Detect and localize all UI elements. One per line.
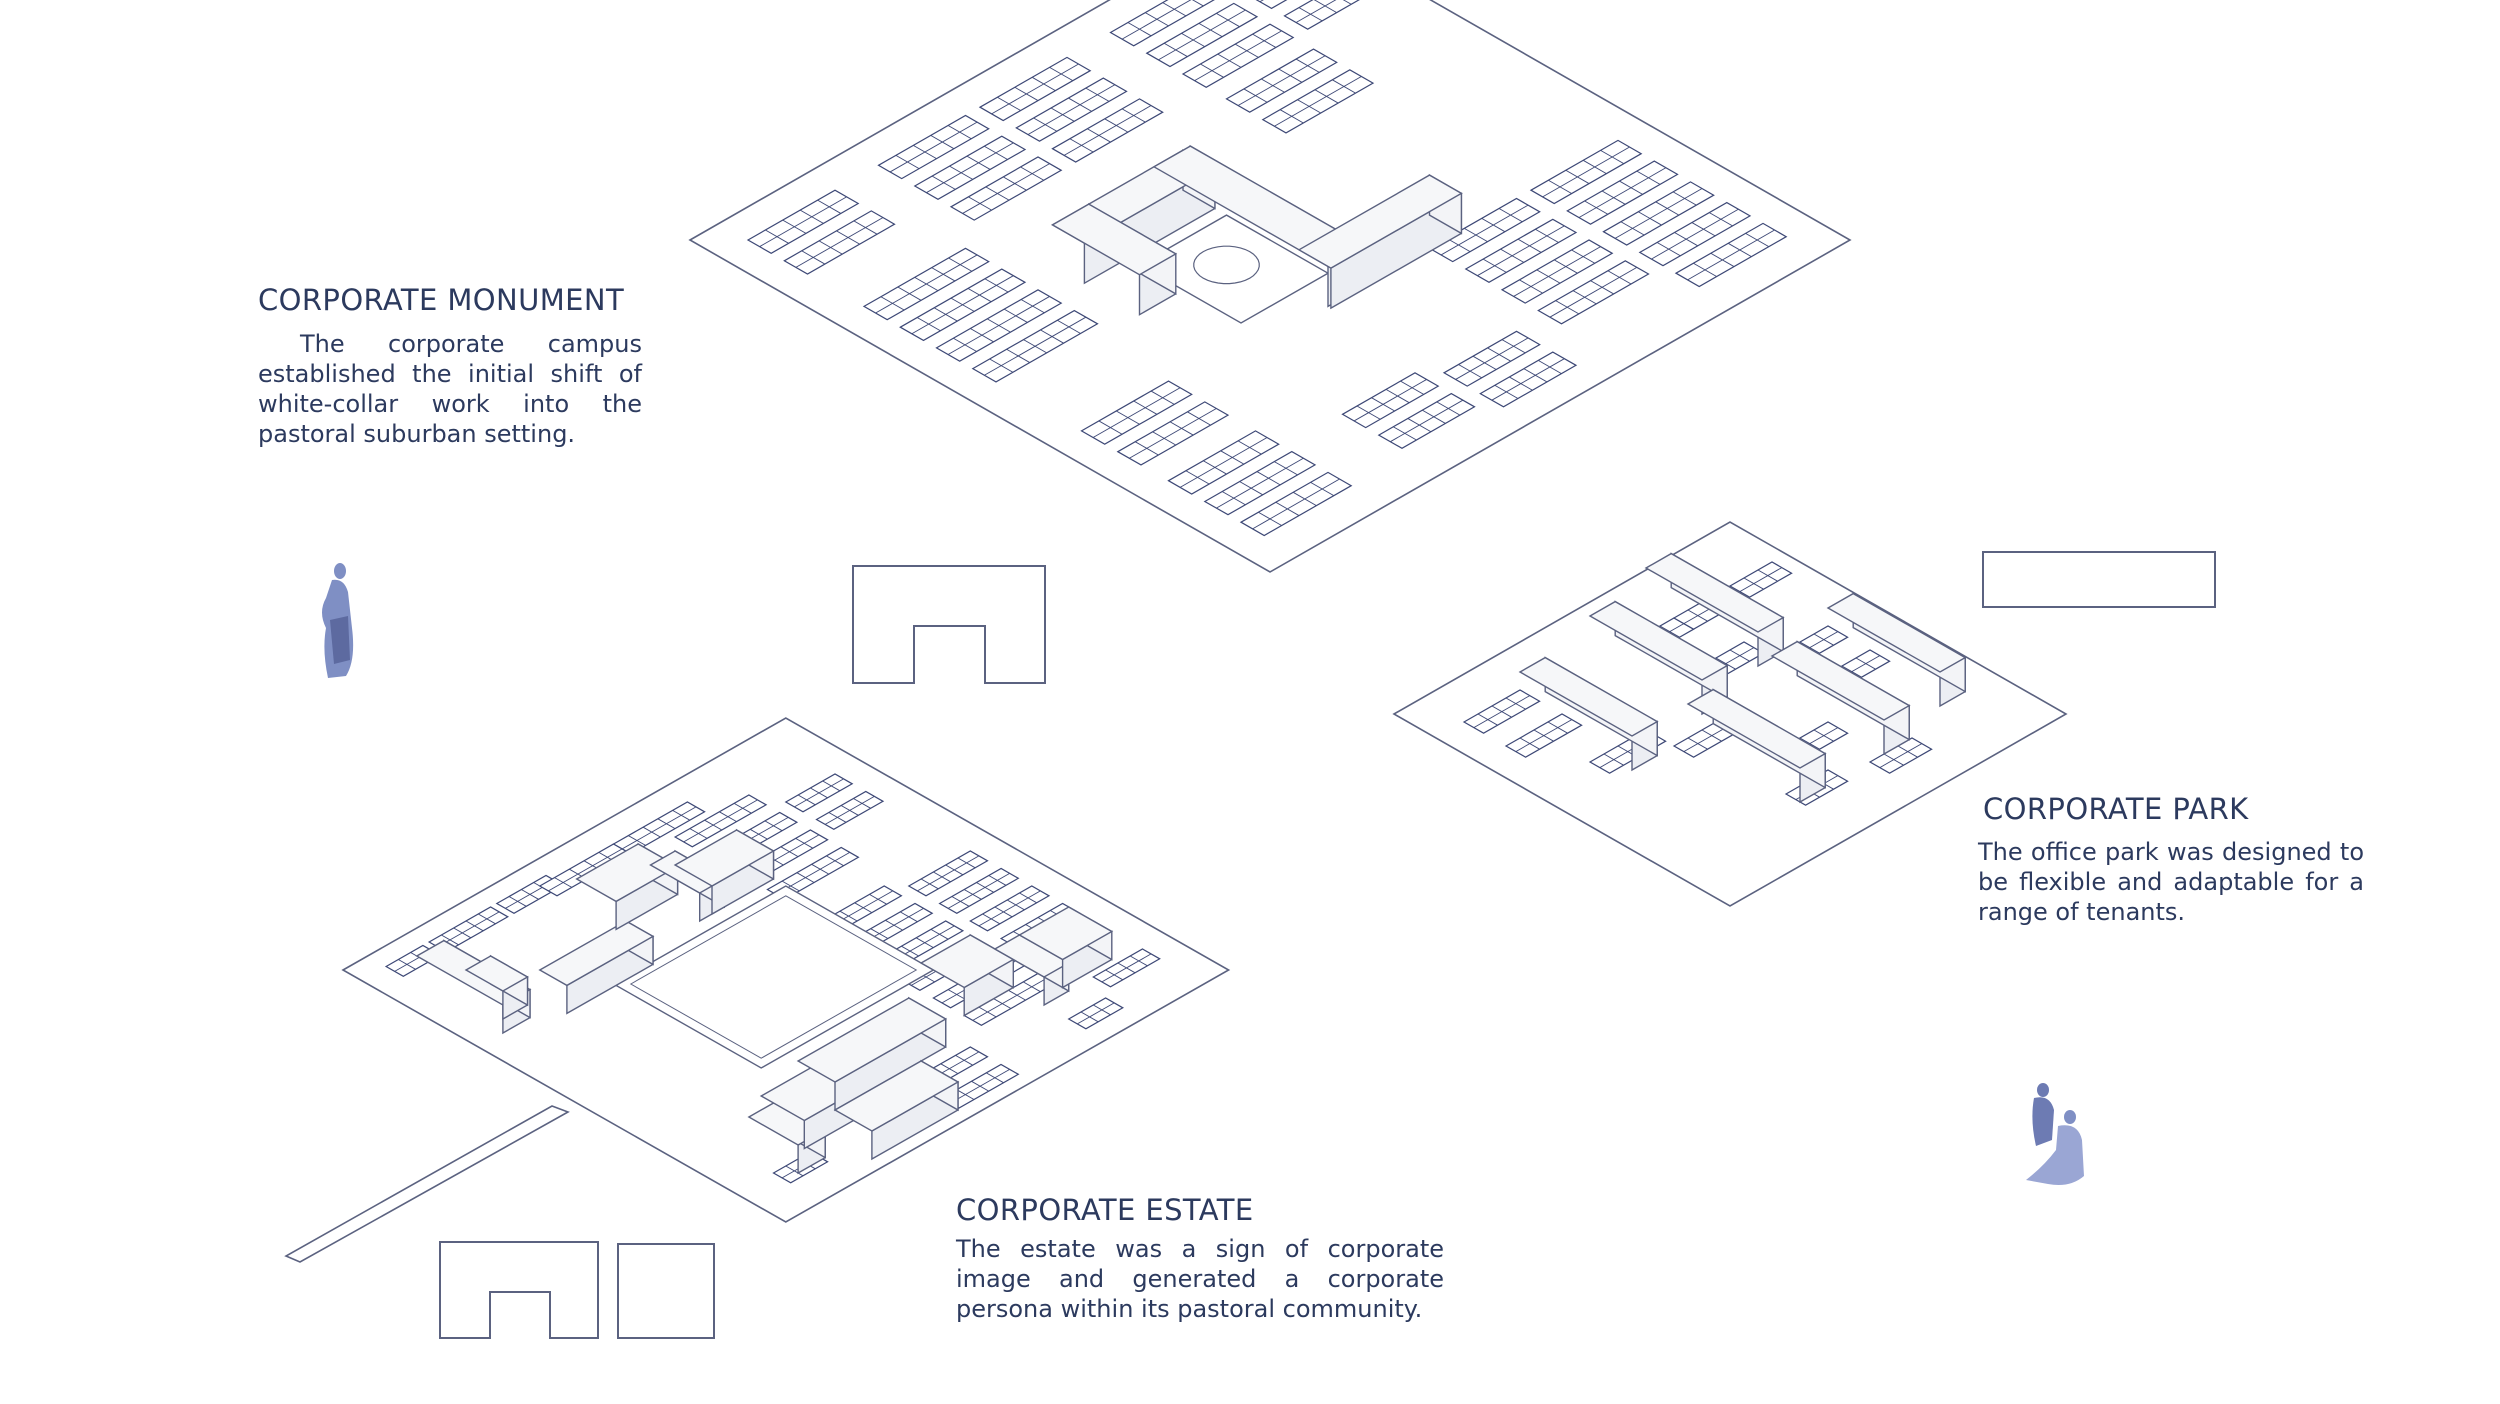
corporate-estate-title: CORPORATE ESTATE	[956, 1193, 1254, 1227]
building-block	[1686, 688, 1827, 804]
parking-lot	[783, 210, 896, 275]
parking-lot	[949, 156, 1063, 221]
parking-lot	[746, 189, 860, 254]
person-figure-icon	[322, 563, 354, 678]
building-block	[1297, 173, 1463, 310]
building-block	[833, 1059, 960, 1161]
parking-lot	[938, 867, 1020, 914]
parking-lot	[1261, 69, 1375, 134]
parking-lot	[1203, 450, 1317, 516]
parking-lot	[1067, 997, 1125, 1030]
parking-lot	[969, 885, 1051, 932]
corporate-estate-description: The estate was a sign of corporate image…	[956, 1235, 1444, 1323]
parking-lot	[907, 850, 989, 897]
parking-lot	[1145, 2, 1259, 68]
parking-lot	[1428, 197, 1541, 263]
parking-lot	[1504, 713, 1583, 758]
footprint-u-estate	[439, 1241, 599, 1339]
parking-lot	[913, 135, 1027, 200]
parking-lot	[815, 790, 885, 830]
building-block	[673, 828, 775, 916]
corporate-monument-site	[688, 0, 1852, 573]
parking-lot	[1638, 201, 1752, 267]
footprint-square-estate	[617, 1243, 715, 1339]
parking-lot	[538, 843, 633, 897]
parking-lot	[673, 794, 768, 848]
parking-lot	[978, 56, 1092, 122]
parking-lot	[935, 289, 1063, 362]
building-block	[1770, 640, 1911, 756]
corporate-park-description: The office park was designed to be flexi…	[1978, 838, 2364, 926]
parking-lot	[1341, 372, 1440, 429]
parking-lot	[1674, 222, 1788, 288]
footprint-bar-park	[1982, 551, 2216, 608]
building-block	[796, 996, 948, 1112]
parking-lot	[1464, 218, 1578, 283]
seated-figures-icon	[2026, 1083, 2084, 1185]
parking-lot	[1255, 0, 1288, 10]
parking-lot	[971, 309, 1099, 383]
parking-lot	[1479, 351, 1578, 408]
parking-lot	[899, 268, 1027, 342]
parking-lot	[1167, 430, 1280, 495]
footprint-u-monument	[852, 565, 1046, 684]
parking-lot	[1566, 160, 1679, 225]
parking-lot	[1080, 380, 1193, 445]
parking-lot	[1537, 260, 1650, 325]
corporate-park-site	[1392, 521, 2068, 907]
parking-lot	[1377, 392, 1476, 449]
building-block	[1518, 656, 1659, 772]
parking-lot	[1116, 401, 1230, 466]
parking-lot	[766, 846, 860, 900]
parking-lot	[1109, 0, 1215, 47]
parking-lot	[1602, 181, 1715, 246]
building-block	[1051, 202, 1178, 316]
building-block	[919, 933, 1015, 1017]
parking-lot	[1500, 239, 1614, 304]
parking-lot	[1092, 948, 1161, 988]
parking-lot	[1225, 48, 1338, 113]
building-block	[464, 954, 529, 1021]
parking-lot	[1728, 561, 1793, 598]
building-block	[538, 919, 655, 1015]
parking-lot	[612, 801, 706, 855]
building-footprints	[439, 551, 2216, 1339]
corporate-monument-title: CORPORATE MONUMENT	[258, 283, 625, 317]
building-block	[1826, 592, 1967, 708]
parking-lot	[784, 773, 854, 813]
corporate-monument-description: The corporate campus established the ini…	[258, 330, 642, 448]
parking-lot	[1181, 23, 1295, 88]
parking-lot	[1051, 98, 1164, 163]
corporate-estate-site	[284, 717, 1231, 1263]
corporate-park-title: CORPORATE PARK	[1983, 792, 2249, 826]
parking-lot	[1239, 471, 1353, 537]
building-block	[1018, 905, 1114, 989]
parking-lot	[1015, 77, 1128, 142]
parking-lot	[862, 247, 990, 321]
parking-lot	[877, 114, 990, 180]
parking-lot	[1462, 689, 1541, 734]
parking-lot	[1442, 330, 1541, 387]
building-block	[1644, 552, 1785, 668]
parking-lot	[1283, 0, 1360, 30]
parking-lot	[1529, 139, 1643, 205]
